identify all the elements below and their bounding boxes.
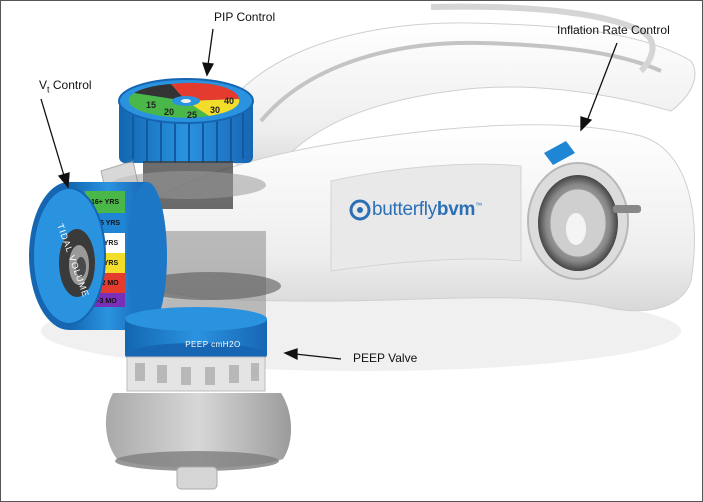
pip-dial-number: 30 <box>210 105 220 115</box>
pip-control-dial: 15 20 25 30 40 <box>118 78 254 163</box>
peep-ring-label: PEEP cmH2O <box>185 340 241 349</box>
inflation-rate-control-label: Inflation Rate Control <box>557 23 670 37</box>
vt-label-suffix: Control <box>49 78 92 92</box>
vt-label-subscript: t <box>47 84 50 95</box>
pip-dial-number: 40 <box>224 96 234 106</box>
vt-control-dial: 16+ YRS 7-15 YRS 3-6 YRS 1-2 YRS 3-12 MO… <box>29 182 167 330</box>
brand-plain-text: butterfly <box>372 199 437 220</box>
pip-control-label: PIP Control <box>214 10 276 24</box>
brand-logo-icon <box>349 199 371 221</box>
vt-label-prefix: V <box>39 78 48 92</box>
peep-valve: PEEP cmH2O <box>105 307 292 490</box>
brand-wordmark: butterflybvm™ <box>372 199 482 221</box>
vt-dial-mark: 7-15 YRS <box>90 220 121 227</box>
peep-valve-label: PEEP Valve <box>353 351 418 365</box>
vt-dial-mark: 3-12 MO <box>91 280 119 287</box>
pip-dial-number: 25 <box>187 110 197 120</box>
callout-arrows <box>40 28 618 361</box>
vt-control-label: Vt Control <box>39 78 92 94</box>
brand-bold-text: bvm <box>436 199 476 220</box>
vt-dial-mark: 16+ YRS <box>91 199 119 206</box>
brand-trademark: ™ <box>475 202 482 210</box>
vt-dial-mark: 0-3 MO <box>93 298 117 305</box>
pip-dial-number: 15 <box>146 100 156 110</box>
pip-dial-number: 20 <box>164 107 174 117</box>
